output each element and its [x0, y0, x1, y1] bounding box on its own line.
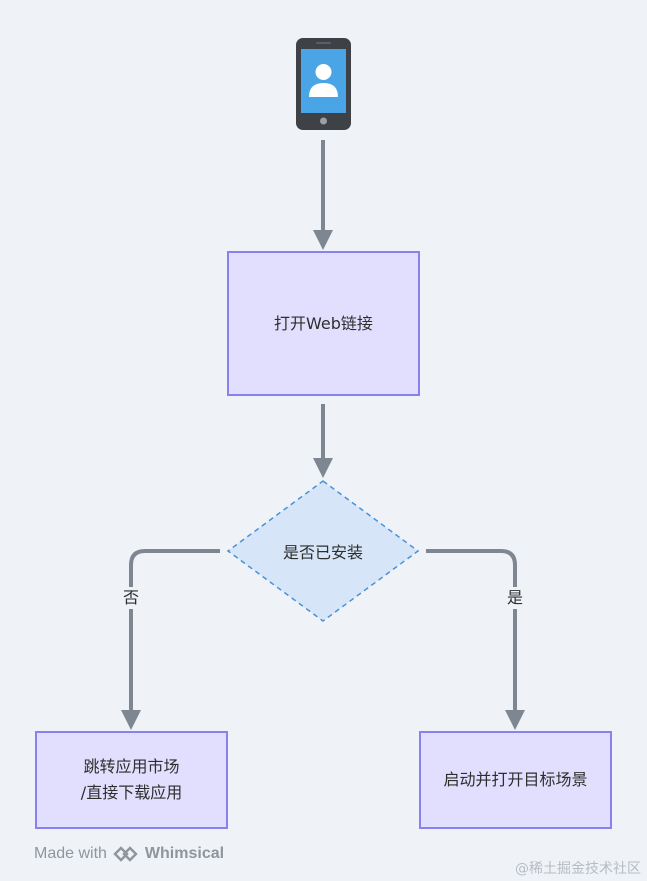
watermark-text: @稀土掘金技术社区 [515, 861, 641, 877]
decision-diamond [226, 480, 420, 622]
smartphone-user-icon [296, 38, 351, 130]
open-web-link-node: 打开Web链接 [227, 251, 420, 396]
edge-label-yes: 是 [505, 587, 526, 609]
edge-label-no: 否 [121, 587, 142, 609]
made-with-text: Made with [34, 845, 107, 862]
whimsical-logo-icon [113, 846, 138, 862]
launch-target-scene-label: 启动并打开目标场景 [443, 770, 588, 789]
connector-decision-to-yes [426, 549, 525, 730]
made-with-footer[interactable]: Made with Whimsical [34, 845, 224, 863]
open-web-link-label: 打开Web链接 [274, 313, 373, 333]
launch-target-scene-node: 启动并打开目标场景 [419, 731, 612, 829]
go-to-app-store-node: 跳转应用市场 /直接下载应用 [35, 731, 228, 829]
decision-label: 是否已安装 [282, 543, 363, 562]
whimsical-brand-text: Whimsical [144, 845, 225, 862]
connector-decision-to-no [121, 549, 220, 730]
go-to-app-store-label: 跳转应用市场 /直接下载应用 [80, 757, 183, 802]
